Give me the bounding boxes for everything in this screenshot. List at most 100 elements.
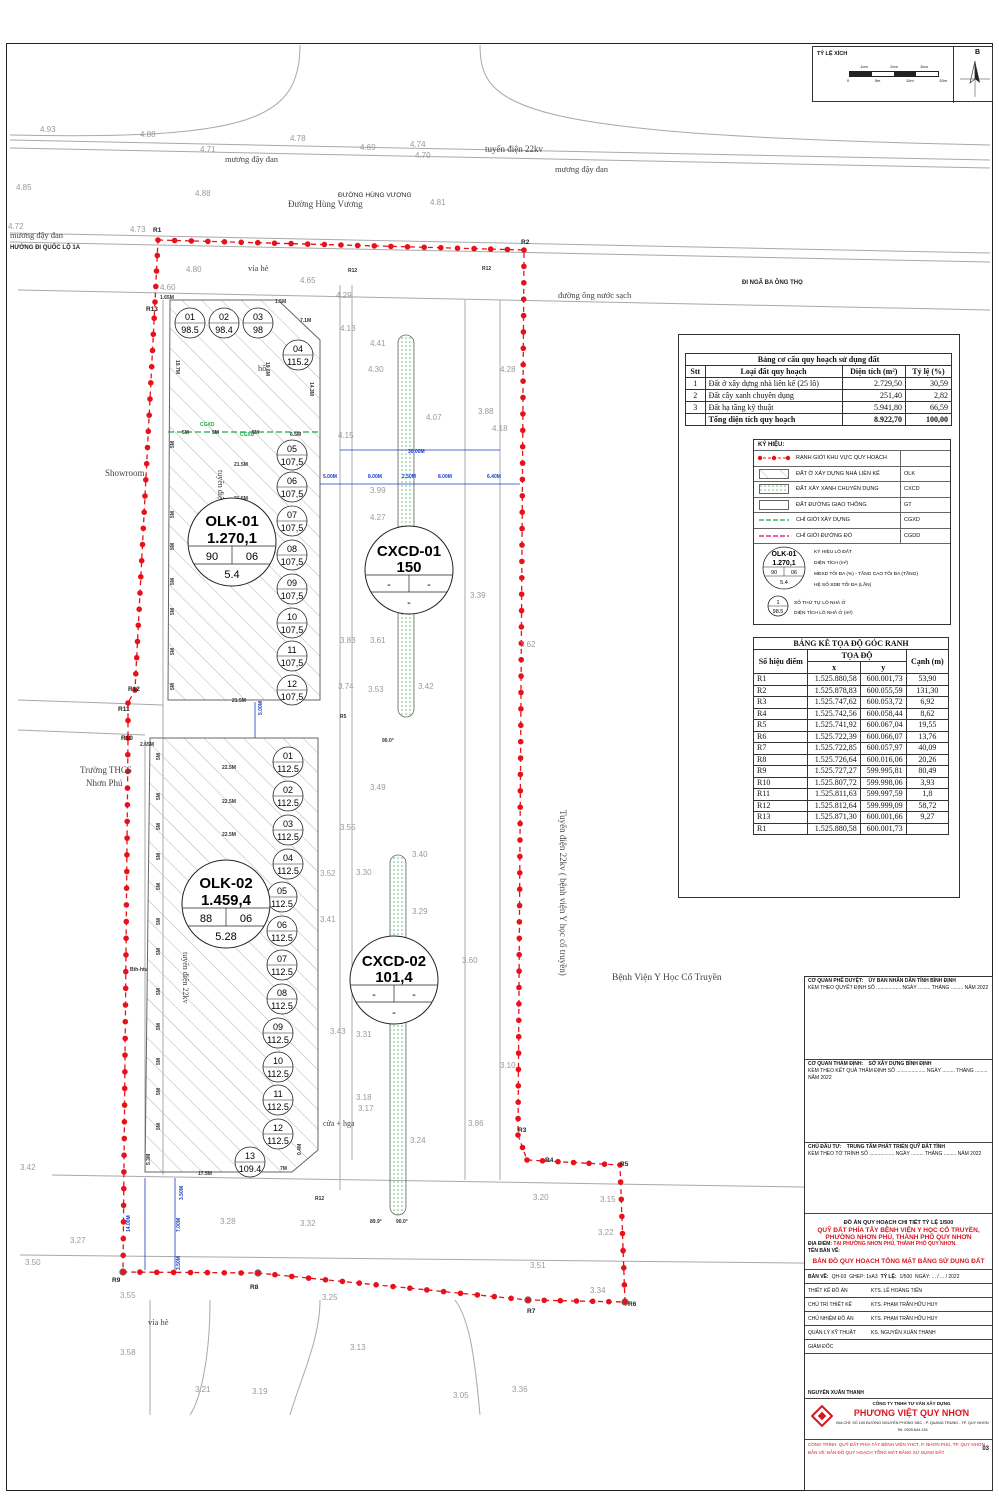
coords-cell: 1.525.747,62: [807, 696, 861, 709]
elevation-label: 4.80: [186, 265, 202, 274]
lake-label: hồ: [258, 363, 267, 373]
boundary-dot: [121, 1169, 127, 1175]
coords-cell: 1.525.880,58: [807, 822, 861, 835]
dim-5m: 5M: [156, 883, 162, 890]
dim-r12-b: R12: [482, 266, 491, 272]
coords-cell: 1.525.807,72: [807, 776, 861, 789]
dim-15: 1.5M: [275, 299, 286, 305]
coords-cell: 1.525.878,83: [807, 684, 861, 697]
green-area: 101,4: [375, 969, 413, 986]
elevation-label: 4.29: [336, 291, 352, 300]
tb-investor-line: KÈM THEO TỜ TRÌNH SỐ .................. …: [808, 1151, 982, 1157]
corner-marker: [524, 1296, 532, 1304]
elevation-label: 3.32: [300, 1219, 316, 1228]
lot-number: 08: [287, 544, 297, 554]
coords-cell: 20,26: [905, 753, 950, 766]
boundary-dot: [124, 802, 131, 808]
lot-number: 08: [277, 988, 287, 998]
boundary-dot: [137, 590, 143, 596]
tb-footer-2: BẢN VẼ: BẢN ĐỒ QUY HOẠCH TỔNG MẶT BẰNG S…: [808, 1450, 945, 1455]
coords-cell: 131,30: [905, 684, 950, 697]
lot-area: 107,5: [281, 489, 304, 499]
elevation-label: 4.85: [16, 183, 32, 192]
boundary-dot: [516, 919, 523, 925]
elevation-label: 3.86: [468, 1119, 484, 1128]
boundary-dot: [123, 902, 130, 908]
key-lot-area: 98.5: [773, 609, 784, 615]
boundary-dot: [155, 237, 161, 243]
staff-role: THIẾT KẾ ĐỒ ÁN: [808, 1287, 848, 1294]
boundary-dot: [187, 1269, 194, 1276]
boundary-dot: [339, 1278, 346, 1285]
boundary-dot: [122, 985, 129, 992]
tb-appraise-label: CƠ QUAN THẨM ĐỊNH:: [808, 1061, 864, 1067]
boundary-dot: [133, 671, 139, 677]
scale-bar: [849, 71, 939, 77]
key-density: 90: [771, 570, 777, 576]
lot-area: 115.2: [287, 357, 309, 367]
legend-text: CHỈ GIỚI XÂY DỰNG: [796, 517, 850, 524]
coords-cell: 1,8: [905, 788, 950, 801]
boundary-dot: [151, 315, 157, 322]
boundary-dot: [148, 363, 155, 370]
boundary-dot: [516, 1001, 522, 1007]
staff-role: CHỦ TRÌ THIẾT KẾ: [808, 1301, 852, 1308]
ditch-label-3: mương đậy đan: [10, 230, 64, 240]
tb-appraise: CƠ QUAN THẨM ĐỊNH: SỞ XÂY DỰNG BÌNH ĐỊNH…: [805, 1060, 992, 1143]
coords-cell: R3: [752, 696, 809, 709]
sidewalk-label-1: vỉa hè: [248, 263, 269, 273]
tb-project-name-1: QUỸ ĐẤT PHÍA TÂY BỆNH VIỆN Y HỌC CỔ TRUY…: [817, 1227, 980, 1234]
elevation-label: 3.51: [530, 1261, 546, 1270]
lot-area: 112.5: [267, 1069, 289, 1079]
dim-bth: Bth-htv: [130, 967, 148, 973]
boundary-dot: [150, 331, 157, 338]
elevation-label: 4.81: [430, 198, 446, 207]
block-far: 5.4: [224, 569, 239, 581]
tb-meta-5: NGÀY: ... / ... / 2022: [915, 1273, 960, 1280]
dim-350b: 3.50M: [176, 1256, 182, 1270]
road-labels: ĐƯỜNG HÙNG VƯƠNG Đường Hùng Vương HƯỚNG …: [10, 144, 803, 1327]
elevation-label: 4.88: [140, 130, 156, 139]
lot-number: 03: [283, 819, 293, 829]
boundary-dot: [517, 853, 523, 860]
boundary-dot: [205, 238, 211, 245]
boundary-dot: [124, 835, 130, 841]
block-area: 1.459,4: [201, 892, 252, 909]
coords-table: BẢNG KÊ TỌA ĐỘ GÓC RANH Số hiệu điểm TỌA…: [752, 637, 950, 835]
lot-number: 03: [253, 312, 263, 322]
elevation-label: 3.10: [500, 1061, 516, 1070]
tb-company-sub: CÔNG TY TNHH TƯ VẤN XÂY DỰNG: [872, 1401, 951, 1406]
corner-r1: R1: [153, 227, 162, 234]
tick-bot-2: 5m: [874, 78, 881, 83]
coords-cell: R1: [752, 822, 809, 835]
elevation-label: 3.34: [590, 1286, 606, 1295]
dim-5m: 5M: [170, 441, 176, 448]
legend-text: ĐẤT Ở XÂY DỰNG NHÀ LIÊN KẾ: [796, 470, 880, 477]
lot-number: 10: [287, 612, 297, 622]
ditch-label-2: mương đậy đan: [555, 164, 609, 174]
block-far: 5.28: [215, 931, 236, 943]
boundary-dots: [120, 237, 628, 1305]
info-panel: Bảng cơ cấu quy hoạch sử dụng đất Stt Lo…: [678, 334, 960, 898]
boundary-dot: [518, 624, 525, 630]
coords-h-point: Số hiệu điểm: [752, 649, 809, 674]
green-b: -: [412, 989, 416, 1001]
green-area: 150: [396, 559, 421, 576]
staff-row: GIÁM ĐỐC: [805, 1340, 992, 1354]
elevation-label: 3.52: [320, 869, 336, 878]
boundary-dot: [143, 477, 149, 483]
road-name: Đường Hùng Vương: [288, 199, 363, 209]
legend-row-cgdd: CHỈ GIỚI ĐƯỜNG ĐỎ CGDD: [754, 528, 950, 544]
coords-cell: R5: [752, 719, 809, 732]
boundary-dot: [518, 656, 524, 663]
elevation-label: 4.30: [368, 365, 384, 374]
lot-area: 98: [253, 325, 263, 335]
